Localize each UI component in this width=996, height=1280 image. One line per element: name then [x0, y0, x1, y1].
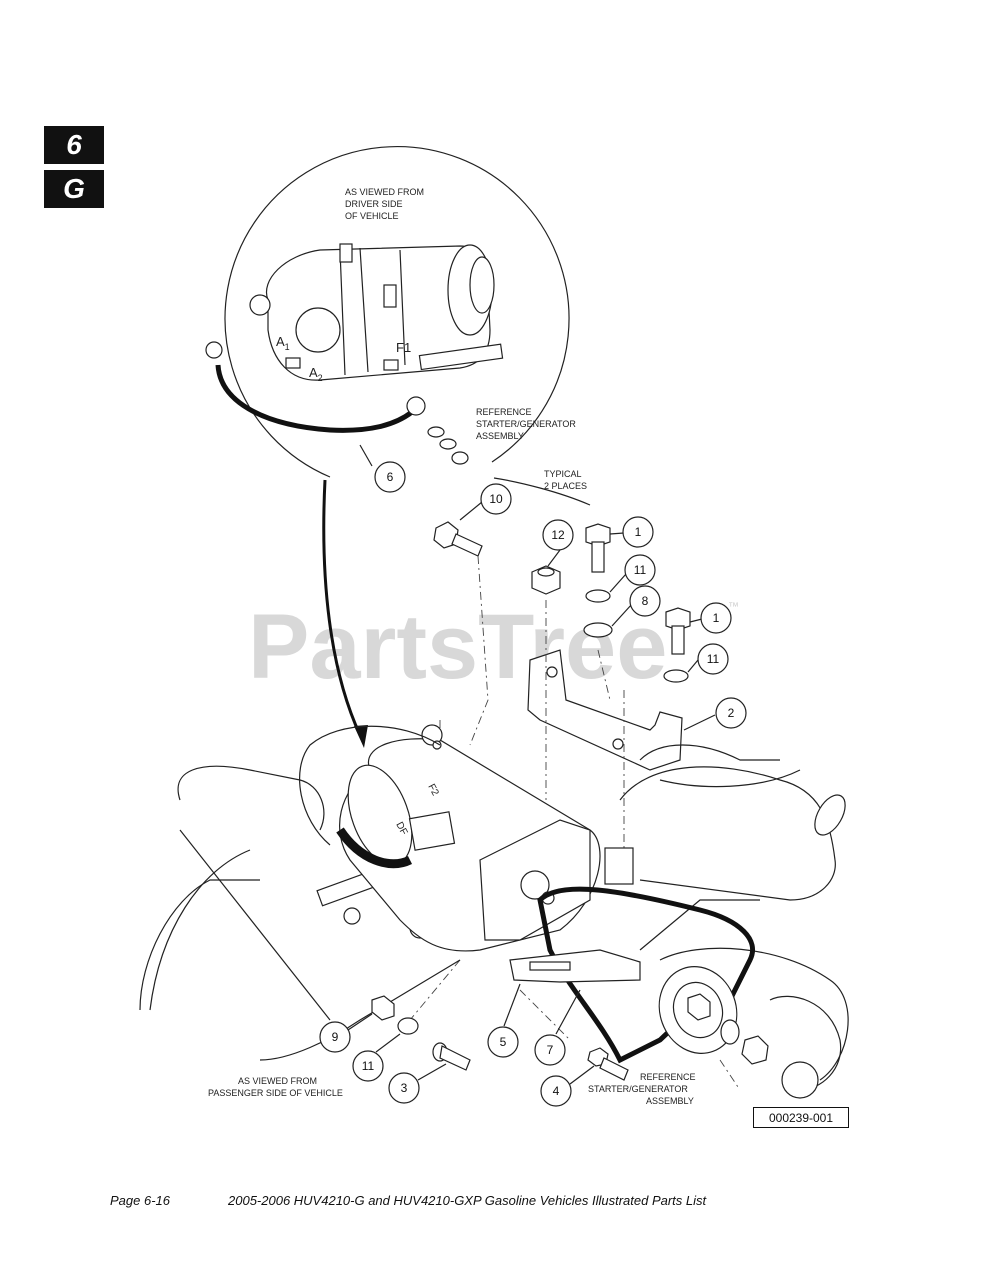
callout-11-right: 11 — [707, 652, 720, 666]
lockwasher-11-right — [663, 669, 689, 683]
adjusting-bracket-5 — [509, 949, 641, 983]
callout-3: 3 — [401, 1081, 408, 1095]
typical-bracket-line — [493, 477, 591, 506]
arrow-head — [354, 725, 368, 748]
callout-6: 6 — [387, 470, 394, 484]
callout-11-upper: 11 — [634, 563, 647, 577]
inset-washer — [427, 426, 445, 438]
inset-cable-terminal-left — [205, 341, 223, 359]
callout-12: 12 — [551, 528, 565, 542]
pulley-nut — [741, 1035, 769, 1065]
drive-pulley — [658, 966, 738, 1054]
bottom-reference-line-2: STARTER/GENERATOR — [588, 1084, 688, 1094]
footer-document-title: 2005-2006 HUV4210-G and HUV4210-GXP Gaso… — [228, 1193, 707, 1208]
watermark-trademark: ™ — [728, 601, 739, 613]
bottom-reference-line-3: ASSEMBLY — [646, 1096, 694, 1106]
callout-1-upper: 1 — [635, 525, 642, 539]
callout-10: 10 — [489, 492, 503, 506]
section-number-tab: 6 — [44, 126, 104, 164]
bolt-4 — [587, 1047, 629, 1081]
pulley-washer — [720, 1019, 740, 1045]
inset-starter-generator — [249, 243, 504, 381]
inset-nut — [451, 451, 469, 465]
drive-belt — [537, 886, 755, 1064]
section-letter-tab: G — [44, 170, 104, 208]
inset-cable — [215, 364, 414, 433]
inset-caption-line-2: DRIVER SIDE — [345, 199, 403, 209]
inset-reference-line-2: STARTER/GENERATOR — [476, 419, 576, 429]
nut-12 — [531, 565, 561, 595]
callout-9: 9 — [332, 1030, 339, 1044]
callout-2: 2 — [728, 706, 735, 720]
inset-reference-line-3: ASSEMBLY — [476, 431, 524, 441]
footer-page-number: Page 6-16 — [110, 1193, 170, 1208]
terminal-f2-label: F2 — [425, 782, 440, 798]
engine-mount-block — [604, 847, 634, 885]
lockwasher-11-upper — [585, 589, 611, 603]
inset-caption-line-3: OF VEHICLE — [345, 211, 399, 221]
washer-8 — [583, 622, 613, 638]
terminal-a1-label: A1 — [276, 334, 290, 352]
typical-line-1: TYPICAL — [544, 469, 582, 479]
inset-reference-line-1: REFERENCE — [476, 407, 532, 417]
terminal-f1-label: F1 — [396, 340, 411, 355]
inset-pointer-arrow — [322, 479, 362, 736]
lockwasher-11-lower — [397, 1017, 419, 1035]
bolt-1-right — [665, 607, 691, 655]
callout-1-right: 1 — [713, 611, 720, 625]
callout-7: 7 — [547, 1043, 554, 1057]
bolt-10 — [433, 521, 483, 557]
driver-side-inset: AS VIEWED FROM DRIVER SIDE OF VEHICLE A1… — [205, 146, 576, 478]
callout-5: 5 — [500, 1035, 507, 1049]
callout-4: 4 — [553, 1084, 560, 1098]
nut-9 — [371, 995, 395, 1021]
bottom-reference-line-1: REFERENCE — [640, 1072, 696, 1082]
mounting-bracket-2 — [527, 649, 683, 771]
terminal-a2-label: A2 — [309, 365, 323, 383]
starter-generator — [299, 724, 601, 952]
callout-8: 8 — [642, 594, 649, 608]
typical-line-2: 2 PLACES — [544, 481, 587, 491]
figure-id-box: 000239-001 — [753, 1107, 849, 1128]
callouts: 6 10 12 1 11 8 1 11 2 9 11 3 — [319, 444, 747, 1107]
bolt-3 — [432, 1042, 471, 1071]
passenger-caption-line-1: AS VIEWED FROM — [238, 1076, 317, 1086]
inset-caption-line-1: AS VIEWED FROM — [345, 187, 424, 197]
callout-11-lower: 11 — [362, 1059, 375, 1073]
passenger-caption-line-2: PASSENGER SIDE OF VEHICLE — [208, 1088, 343, 1098]
inset-cable-terminal-right — [406, 396, 426, 416]
watermark-text: PartsTree — [248, 596, 667, 698]
inset-lockwasher — [439, 438, 457, 450]
bolt-1-upper — [585, 523, 611, 573]
